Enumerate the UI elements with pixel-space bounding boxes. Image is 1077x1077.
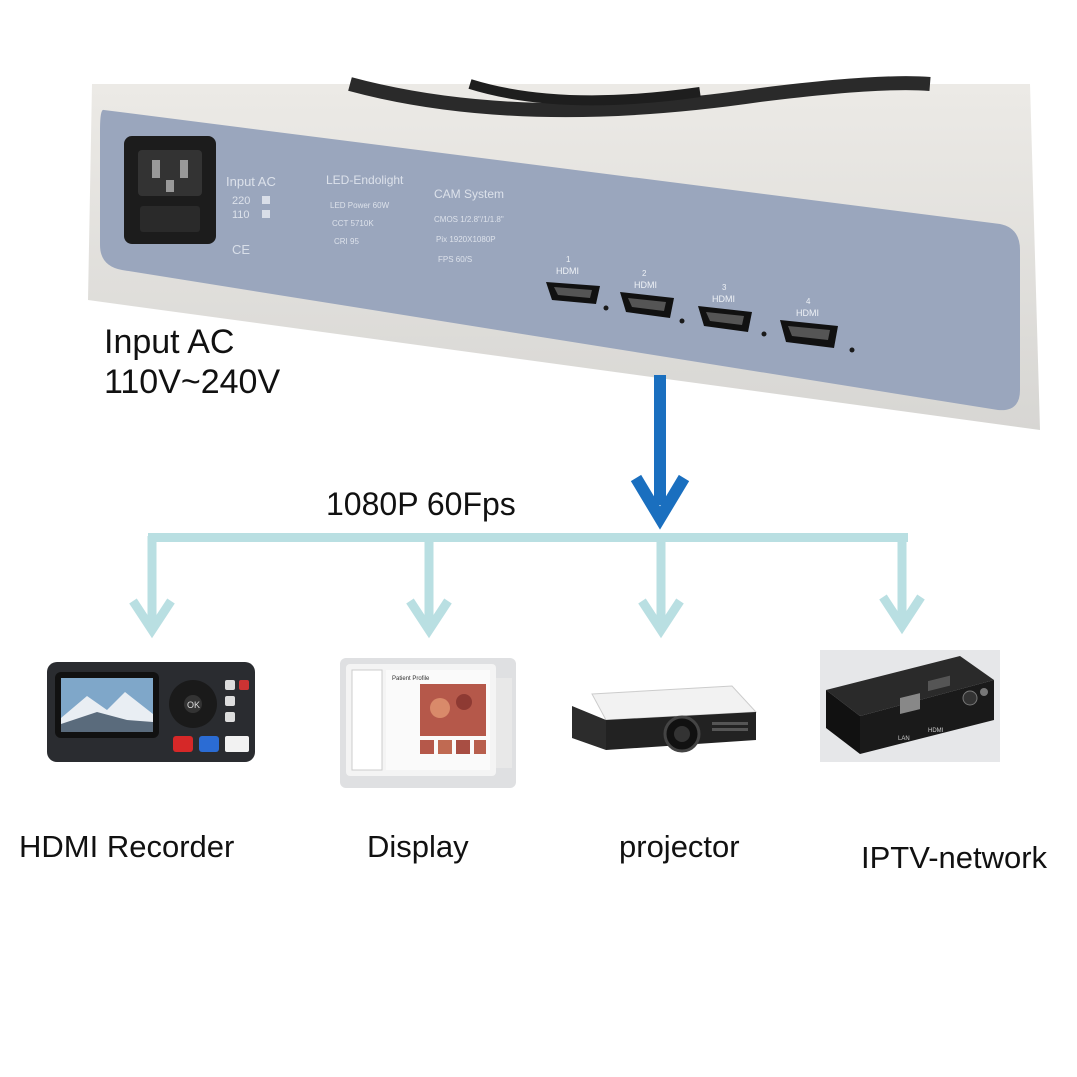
recorder-rec-button [173,736,193,752]
panel-v110: 110 [232,209,250,221]
signal-spec-label: 1080P 60Fps [326,486,516,522]
panel-cam-title: CAM System [434,187,504,201]
panel-v220: 220 [232,195,250,207]
projector-image [572,676,757,776]
input-ac-label: Input AC 110V~240V [104,322,280,402]
branch-arrowhead-projector [638,598,684,639]
panel-led-line: LED Power 60W [330,201,390,210]
panel-cam-line: CMOS 1/2.8"/1/1.8" [434,215,504,224]
recorder-ok-button: OK [187,700,200,710]
panel-cam-line: FPS 60/S [438,255,472,264]
svg-text:HDMI: HDMI [796,308,819,318]
output-label-projector: projector [619,829,740,864]
display-image: Patient Profile [340,658,516,788]
panel-input-ac: Input AC [226,174,276,189]
iptv-encoder-image: LAN HDMI [820,650,1000,762]
iptv-lan-label: LAN [898,736,910,742]
svg-text:1: 1 [566,255,571,264]
svg-text:HDMI: HDMI [634,280,657,290]
output-label-display: Display [367,829,469,864]
iptv-hdmi-label: HDMI [928,728,944,734]
display-screen-title: Patient Profile [392,676,430,682]
branch-arrowhead-iptv [879,594,925,635]
hdmi-port-4: 4 HDMI [780,297,838,348]
device-back-panel: Input AC 220 110 LED-Endolight LED Power… [88,76,1040,430]
ce-mark-icon: CE [232,242,250,257]
panel-cam-line: Pix 1920X1080P [436,235,496,244]
branch-arrowhead-display [406,598,452,639]
hdmi-port-2: 2 HDMI [620,269,674,318]
svg-text:3: 3 [722,283,727,292]
input-ac-line1: Input AC [104,323,235,361]
output-label-iptv-network: IPTV-network [861,840,1048,875]
branch-arrowhead-recorder [129,598,175,639]
main-arrow-shaft [654,375,666,505]
svg-text:HDMI: HDMI [712,294,735,304]
panel-led-line: CRI 95 [334,237,359,246]
hdmi-port-1: 1 HDMI [546,255,600,304]
hdmi-port-3: 3 HDMI [698,283,752,332]
main-arrow-head [630,474,690,530]
svg-text:HDMI: HDMI [556,266,579,276]
distribution-bus [148,533,908,542]
svg-text:4: 4 [806,297,811,306]
panel-led-line: CCT 5710K [332,219,374,228]
camera-icon [199,736,219,752]
hdmi-recorder-image: OK [47,662,255,762]
svg-text:2: 2 [642,269,647,278]
input-ac-line2: 110V~240V [104,363,281,401]
output-label-hdmi-recorder: HDMI Recorder [19,829,235,864]
panel-led-title: LED-Endolight [326,173,404,187]
